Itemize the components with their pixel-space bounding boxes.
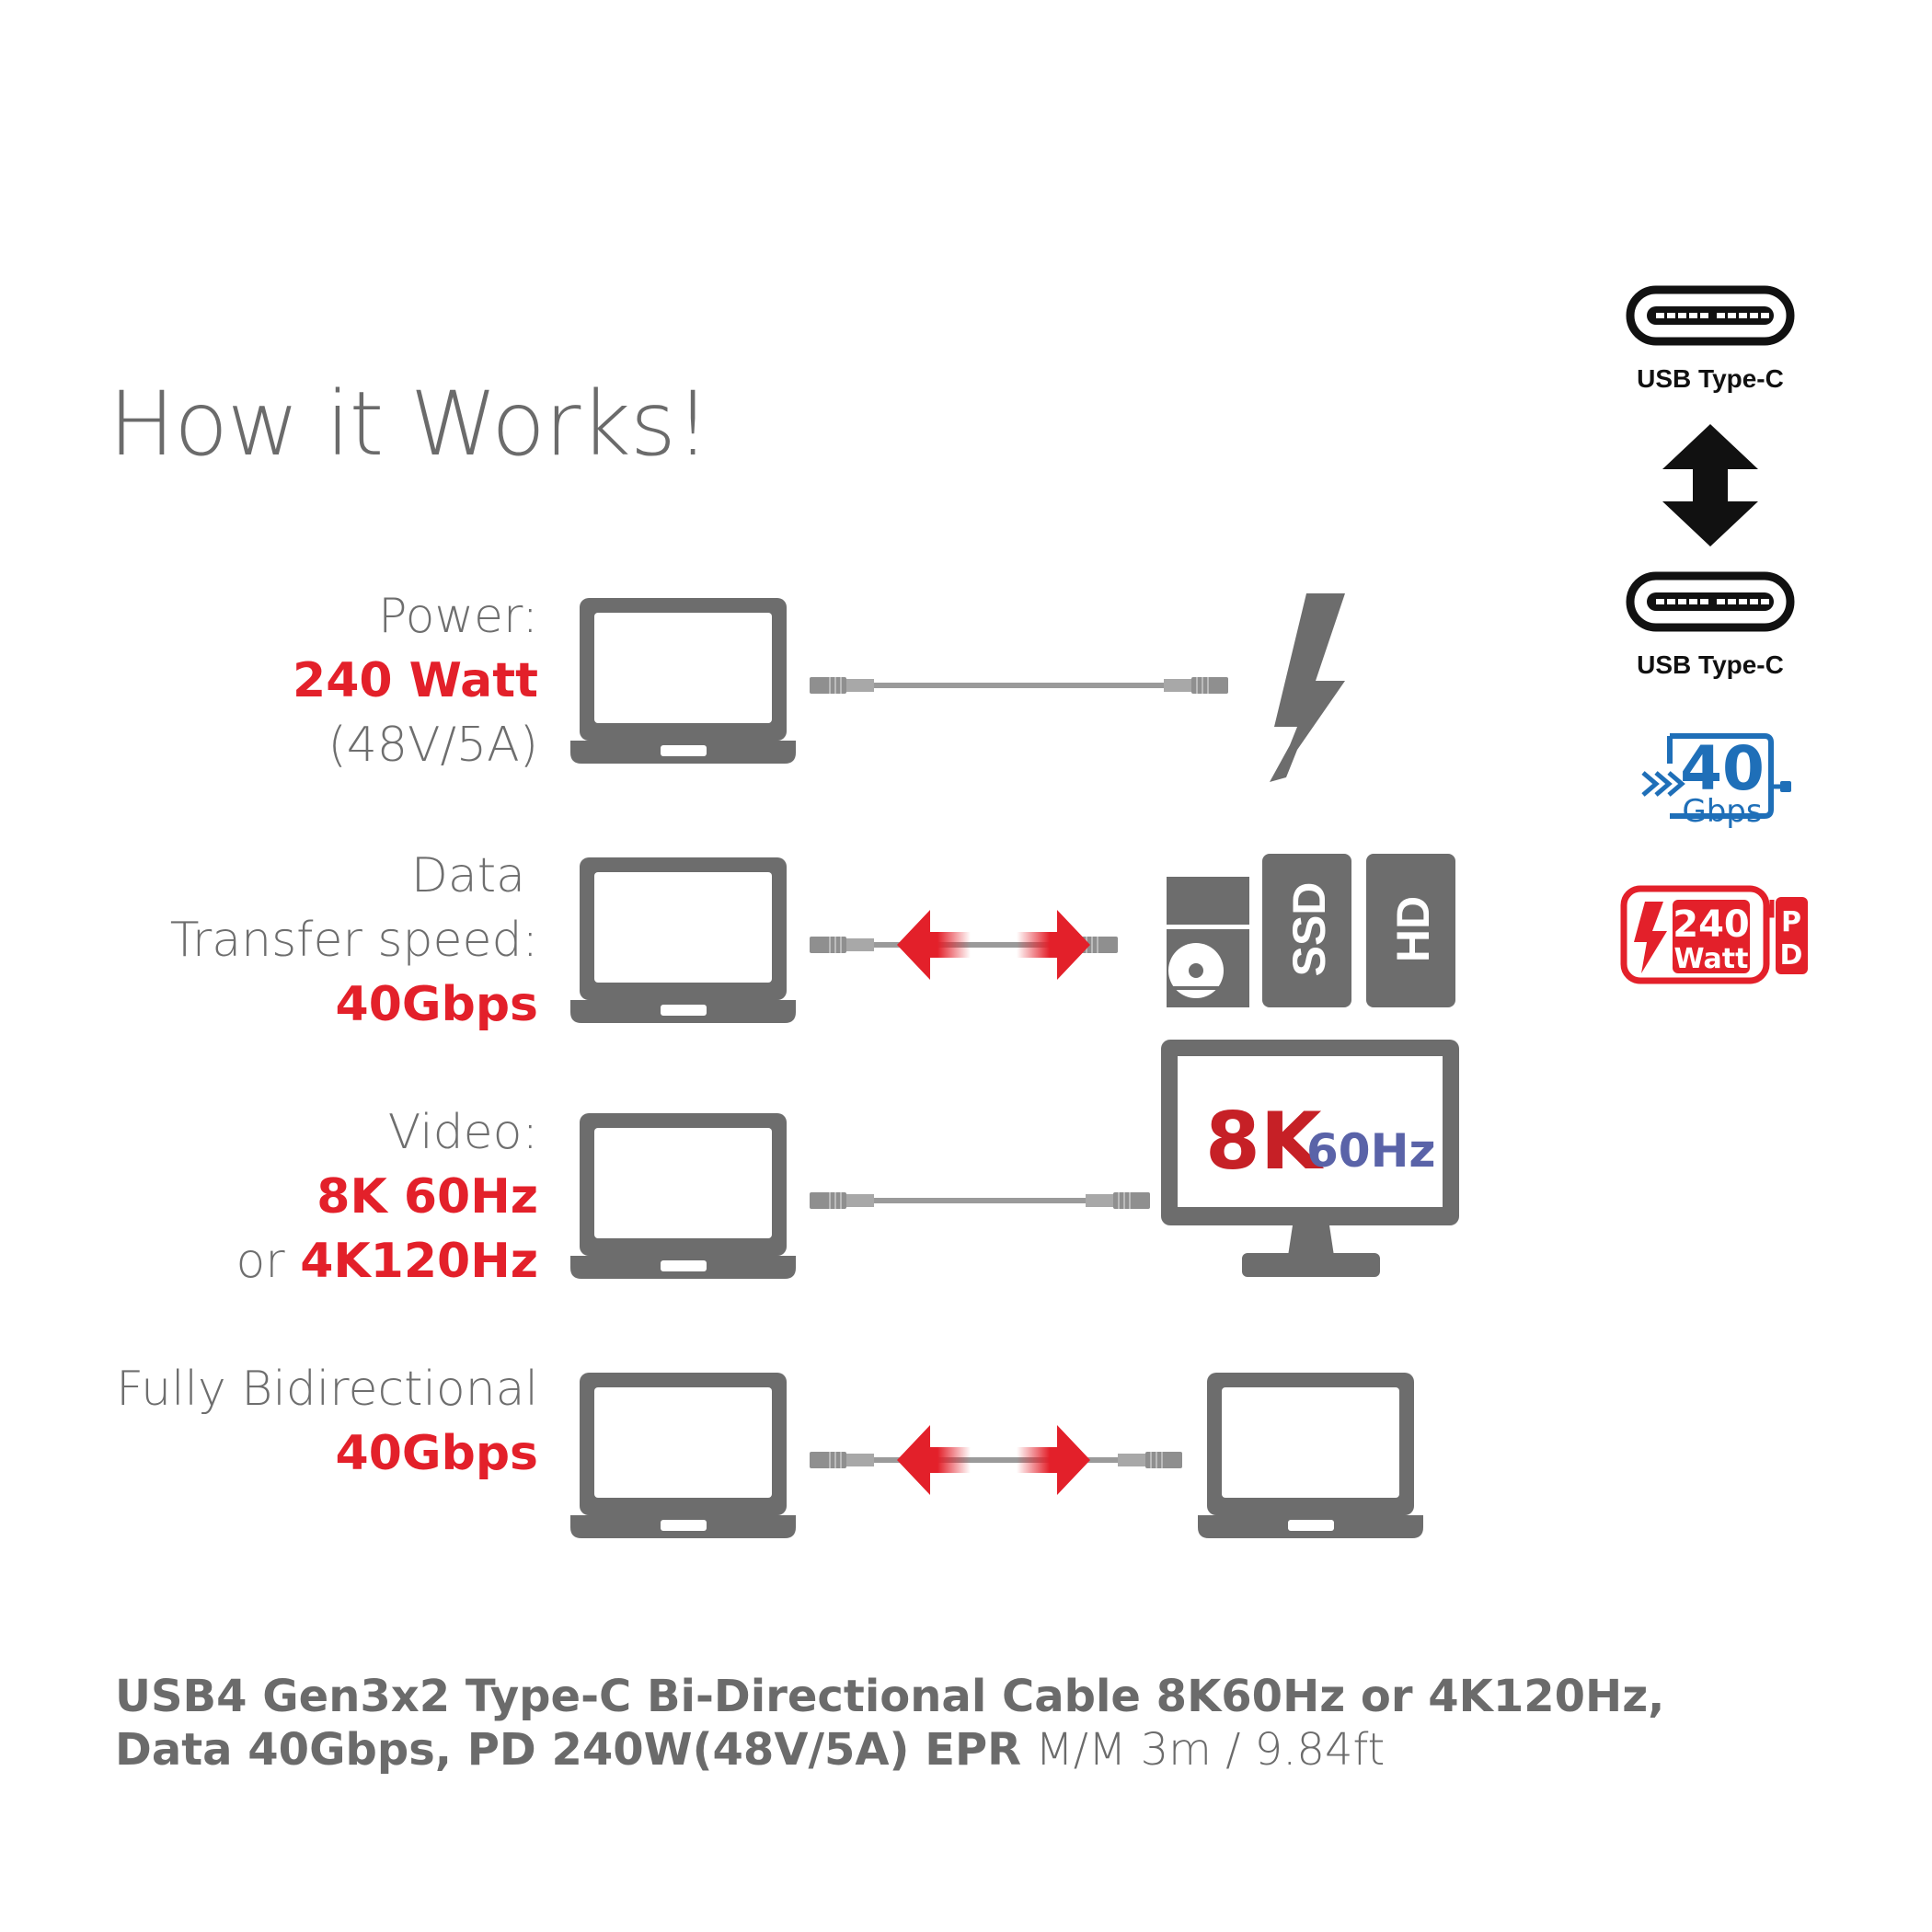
monitor-badge-hz: 60Hz — [1306, 1124, 1436, 1178]
power-240w-pd-badge-icon: 240 Watt P D — [1620, 885, 1808, 984]
data-label-block: Data Transfer speed: 40Gbps — [170, 844, 538, 1037]
usb-cable — [809, 1451, 1183, 1469]
video-value: 8K 60Hz — [316, 1169, 538, 1225]
bidir-value: 40Gbps — [335, 1426, 538, 1481]
optical-drive-icon — [1167, 877, 1249, 1007]
bidir-label-block: Fully Bidirectional 40Gbps — [116, 1357, 538, 1486]
double-arrow-vertical-icon — [1662, 424, 1758, 546]
data-label-1: Data — [410, 848, 525, 903]
power-value: 240 Watt — [293, 653, 538, 708]
data-value: 40Gbps — [335, 977, 538, 1032]
ssd-drive-icon: SSD — [1262, 854, 1351, 1007]
power-badge-value: 240 — [1673, 903, 1750, 946]
usb-type-c-port-icon — [1626, 285, 1795, 346]
power-badge-unit: Watt — [1674, 943, 1749, 975]
video-label: Video: — [387, 1105, 538, 1160]
svg-text:P: P — [1781, 906, 1801, 938]
footer-line-2-light: M/M 3m / 9.84ft — [1021, 1724, 1386, 1776]
footer-line-1: USB4 Gen3x2 Type-C Bi-Directional Cable … — [115, 1671, 1665, 1722]
hd-label: HD — [1387, 896, 1439, 962]
footer-line-2-bold: Data 40Gbps, PD 240W(48V/5A) EPR — [115, 1724, 1022, 1776]
video-value-2: 4K120Hz — [300, 1234, 538, 1289]
data-label-2: Transfer speed: — [169, 913, 538, 968]
product-description: USB4 Gen3x2 Type-C Bi-Directional Cable … — [115, 1670, 1664, 1777]
laptop-icon — [570, 1373, 796, 1538]
speed-badge-value: 40 — [1680, 733, 1765, 804]
connector-top-label: USB Type-C — [1637, 364, 1784, 393]
power-sub: (48V/5A) — [328, 718, 539, 773]
lightning-icon — [1270, 593, 1345, 782]
speed-40gbps-badge-icon: 40 Gbps — [1641, 733, 1791, 830]
laptop-icon — [570, 857, 796, 1023]
usb-type-c-port-icon — [1626, 571, 1795, 632]
speed-badge-unit: Gbps — [1682, 793, 1762, 830]
bidir-label: Fully Bidirectional — [116, 1362, 538, 1417]
connector-bottom-label: USB Type-C — [1637, 650, 1784, 679]
power-label: Power: — [378, 589, 538, 644]
usb-cable — [809, 1191, 1151, 1210]
hd-drive-icon: HD — [1366, 854, 1455, 1007]
monitor-badge-8k: 8K — [1205, 1096, 1325, 1188]
usb-cable — [809, 676, 1229, 695]
laptop-icon — [570, 598, 796, 764]
power-label-block: Power: 240 Watt (48V/5A) — [293, 584, 538, 777]
laptop-icon — [570, 1113, 796, 1279]
svg-text:D: D — [1780, 939, 1803, 972]
monitor-icon: 8K 60Hz — [1161, 1040, 1459, 1277]
ssd-label: SSD — [1283, 882, 1335, 977]
video-or: or — [236, 1234, 285, 1289]
laptop-icon — [1198, 1373, 1423, 1538]
video-label-block: Video: 8K 60Hz or 4K120Hz — [236, 1100, 538, 1294]
page-title: How it Works! — [109, 373, 710, 476]
